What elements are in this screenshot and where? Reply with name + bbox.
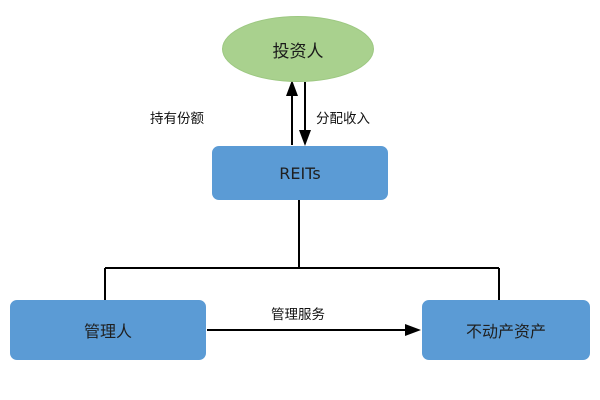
edge-label-management-service: 管理服务 <box>271 307 325 323</box>
node-investor-label: 投资人 <box>272 41 324 62</box>
node-manager-label: 管理人 <box>83 322 132 341</box>
arrowhead-right-to-assets <box>405 324 421 336</box>
node-assets-label: 不动产资产 <box>465 322 546 341</box>
node-investor[interactable]: 投资人 <box>222 16 374 82</box>
arrowhead-up-to-investor <box>286 80 298 96</box>
arrowhead-down-to-reits <box>299 130 311 146</box>
edge-label-distribute-income: 分配收入 <box>316 111 370 127</box>
node-reits-label: REITs <box>279 163 321 183</box>
node-reits[interactable]: REITs <box>212 146 388 200</box>
node-assets[interactable]: 不动产资产 <box>422 300 590 360</box>
edge-label-hold-share: 持有份额 <box>150 111 204 127</box>
node-manager[interactable]: 管理人 <box>10 300 206 360</box>
